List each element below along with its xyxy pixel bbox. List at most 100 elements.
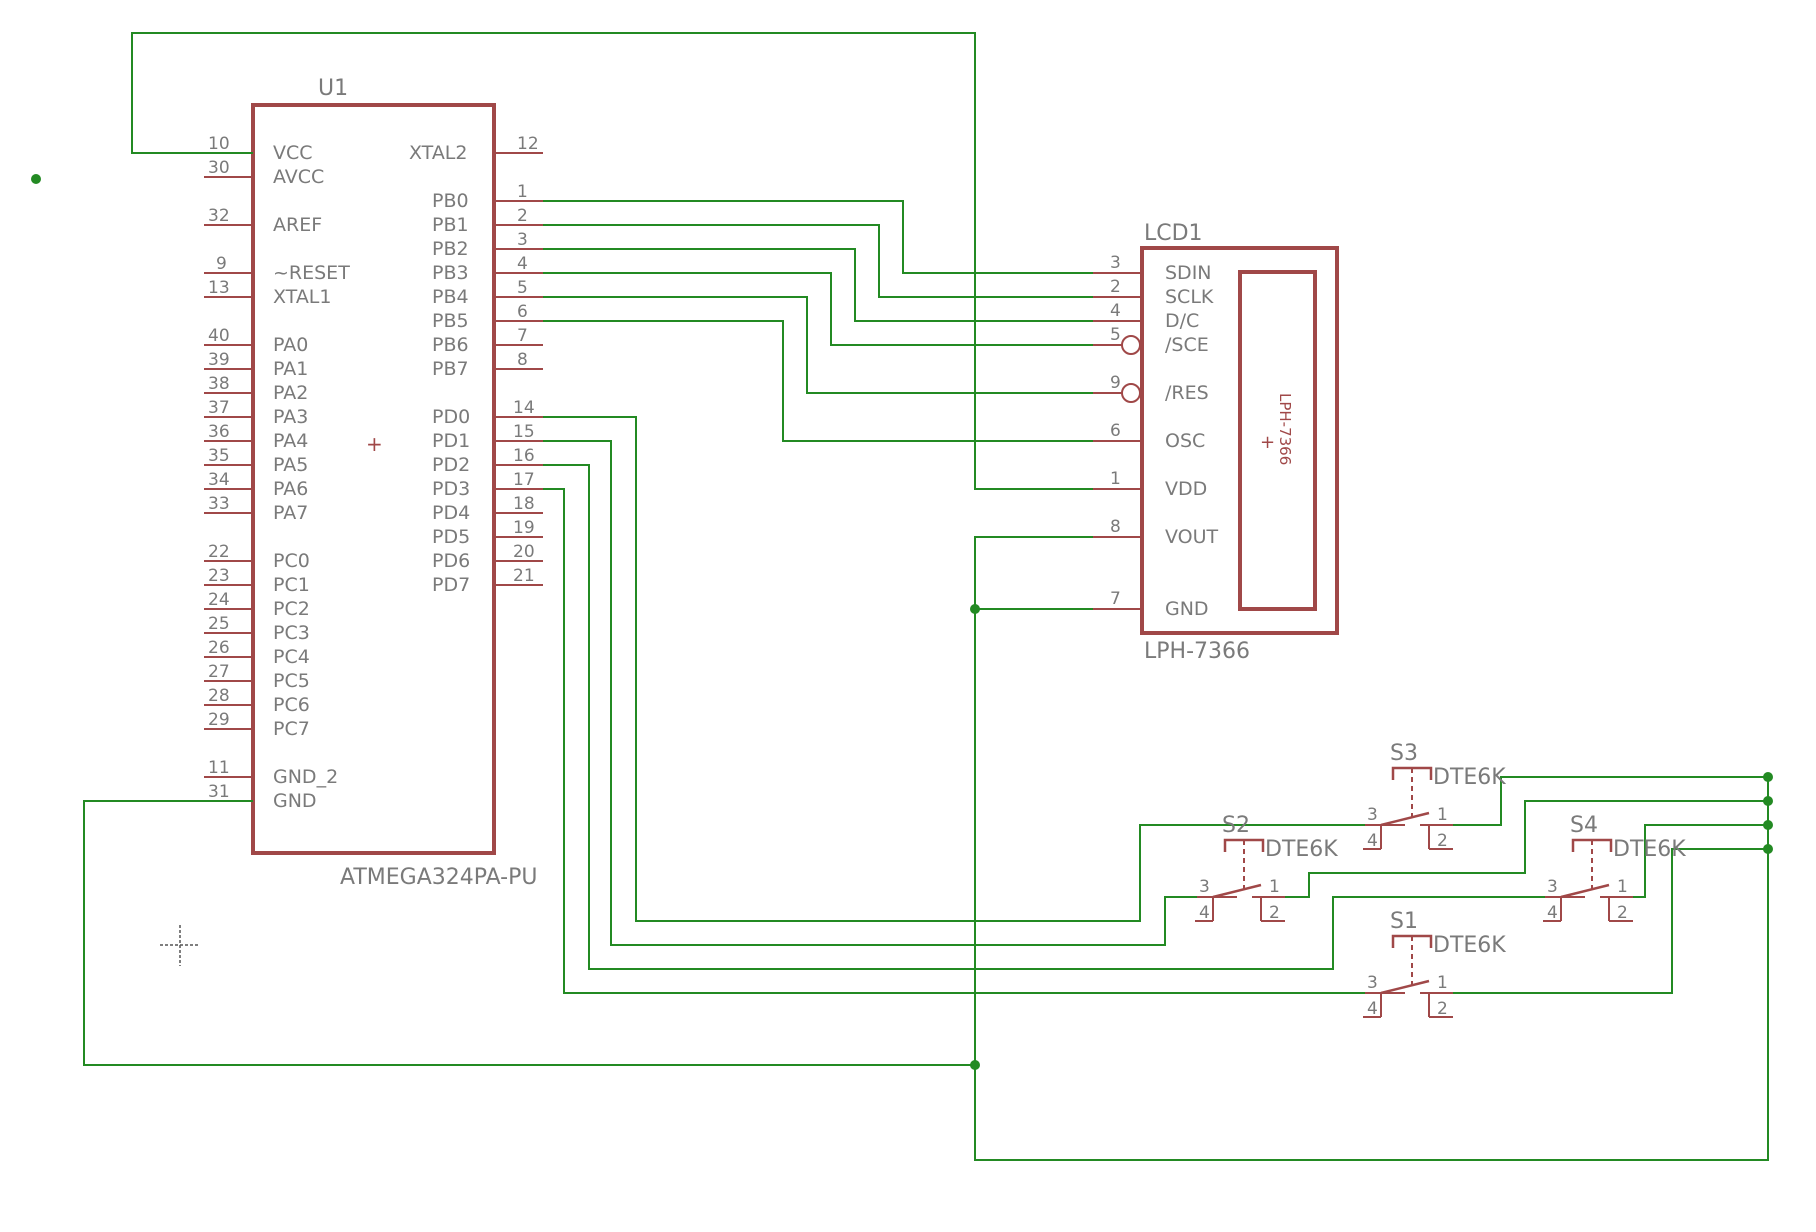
pin-name: AVCC <box>273 166 324 188</box>
u1-body[interactable] <box>251 103 496 855</box>
wire-gnd[interactable] <box>83 800 975 1066</box>
pin-name: PD5 <box>432 526 470 548</box>
switch-s4[interactable]: S4 DTE6K 3 1 4 2 <box>1543 813 1686 923</box>
switch-s3[interactable]: S3 DTE6K 3 1 4 2 <box>1363 741 1506 851</box>
wire-s1-gnd[interactable] <box>1453 848 1768 994</box>
wire-gnd-trunk[interactable] <box>974 609 1769 1161</box>
wire-pd3-s1[interactable] <box>543 488 1405 994</box>
u1-pin-reset[interactable]: 9~RESET <box>204 254 350 284</box>
switch-pin-number: 3 <box>1367 973 1378 993</box>
switch-pin-number: 1 <box>1437 805 1448 825</box>
junction-dot <box>1763 820 1773 830</box>
wire-pb5-osc[interactable] <box>543 320 1093 442</box>
wire-pd0-s3[interactable] <box>543 416 1405 922</box>
pin-number: 39 <box>208 350 230 370</box>
switch-pin-number: 4 <box>1367 831 1378 851</box>
wire-pb2-dc[interactable] <box>543 248 1093 322</box>
switch-s1[interactable]: S1 DTE6K 3 1 4 2 <box>1363 909 1506 1019</box>
wire-s2-gnd[interactable] <box>1260 800 1768 898</box>
wire-pb3-sce[interactable] <box>543 272 1093 346</box>
wire-vout[interactable] <box>974 536 1093 609</box>
wire-s3-gnd[interactable] <box>1453 776 1768 826</box>
wire-vcc[interactable] <box>131 32 1093 490</box>
pin-name: ~RESET <box>273 262 350 284</box>
pin-name: PD6 <box>432 550 470 572</box>
pin-number: 24 <box>208 590 230 610</box>
pin-number: 7 <box>1110 589 1121 609</box>
pin-number: 33 <box>208 494 230 514</box>
pin-number: 1 <box>517 182 528 202</box>
lcd-pin-res[interactable]: 9/RES <box>1093 373 1209 404</box>
u1-pin-pa7[interactable]: 33 PA7 <box>204 494 308 524</box>
pin-name: PD1 <box>432 430 470 452</box>
pin-number: 18 <box>513 494 535 514</box>
pin-name: GND_2 <box>273 766 338 788</box>
lcd-pin-sce[interactable]: 5/SCE <box>1093 325 1209 356</box>
wire-pd2-s4[interactable] <box>543 464 1560 970</box>
pin-name: /RES <box>1165 382 1209 404</box>
wire-pb4-res[interactable] <box>543 296 1093 394</box>
pin-number: 17 <box>513 470 535 490</box>
pin-name: PB6 <box>432 334 469 356</box>
pin-name: D/C <box>1165 310 1199 332</box>
pin-number: 10 <box>208 134 230 154</box>
wire-pb1-sclk[interactable] <box>543 224 1093 298</box>
wire-pd1-s2[interactable] <box>543 440 1212 946</box>
pin-number: 30 <box>208 158 230 178</box>
u1-pin-avcc[interactable]: 30 AVCC <box>204 158 324 188</box>
switch-pin-number: 1 <box>1269 877 1280 897</box>
switch-s2[interactable]: S2 DTE6K 3 1 4 2 <box>1195 813 1338 923</box>
pin-name: PC0 <box>273 550 310 572</box>
pin-name: PA7 <box>273 502 308 524</box>
wire-pb0-sdin[interactable] <box>543 200 1093 274</box>
junctions <box>31 174 1773 1070</box>
pin-name: AREF <box>273 214 322 236</box>
